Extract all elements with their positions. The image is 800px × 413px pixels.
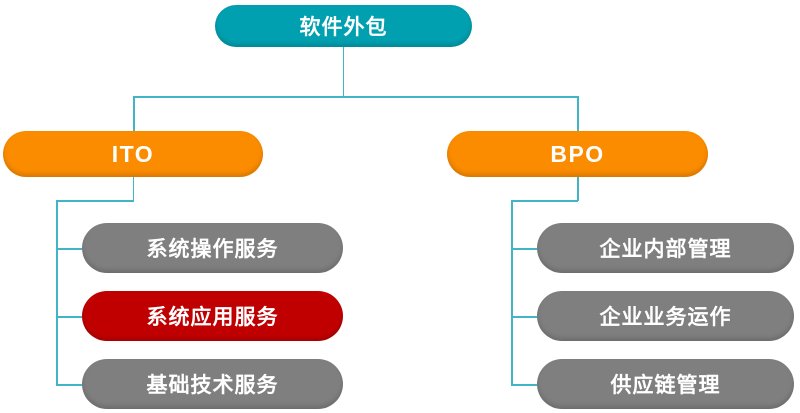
connector-line [56,200,58,385]
root-node-software-outsourcing: 软件外包 [215,5,472,47]
connector-line [56,200,134,202]
leaf-node-label: 企业业务运作 [599,306,732,329]
connector-line [133,96,135,131]
leaf-node-supply-chain-management: 供应链管理 [537,359,794,409]
connector-line [511,316,537,318]
leaf-node-basic-technology-service: 基础技术服务 [82,359,343,409]
connector-line [56,316,82,318]
leaf-node-system-application-service: 系统应用服务 [82,291,343,341]
connector-line [56,384,82,386]
leaf-node-label: 系统操作服务 [146,238,279,261]
connector-line [511,248,537,250]
leaf-node-label: 系统应用服务 [146,306,279,329]
branch-node-bpo: BPO [447,131,708,177]
connector-line [132,177,134,201]
connector-line [133,96,578,98]
branch-node-label: BPO [550,140,605,167]
leaf-node-label: 企业内部管理 [599,238,732,261]
leaf-node-label: 基础技术服务 [146,374,279,397]
connector-line [511,200,513,385]
root-node-label: 软件外包 [299,16,388,39]
connector-line [511,200,578,202]
leaf-node-label: 供应链管理 [610,374,721,397]
branch-node-label: ITO [111,140,155,167]
connector-line [342,47,344,96]
connector-line [577,177,579,201]
connector-line [56,248,82,250]
leaf-node-system-operation-service: 系统操作服务 [82,223,343,273]
branch-node-ito: ITO [3,131,263,177]
leaf-node-enterprise-internal-management: 企业内部管理 [537,223,794,273]
connector-line [577,96,579,131]
connector-line [511,384,537,386]
leaf-node-enterprise-business-operation: 企业业务运作 [537,291,794,341]
